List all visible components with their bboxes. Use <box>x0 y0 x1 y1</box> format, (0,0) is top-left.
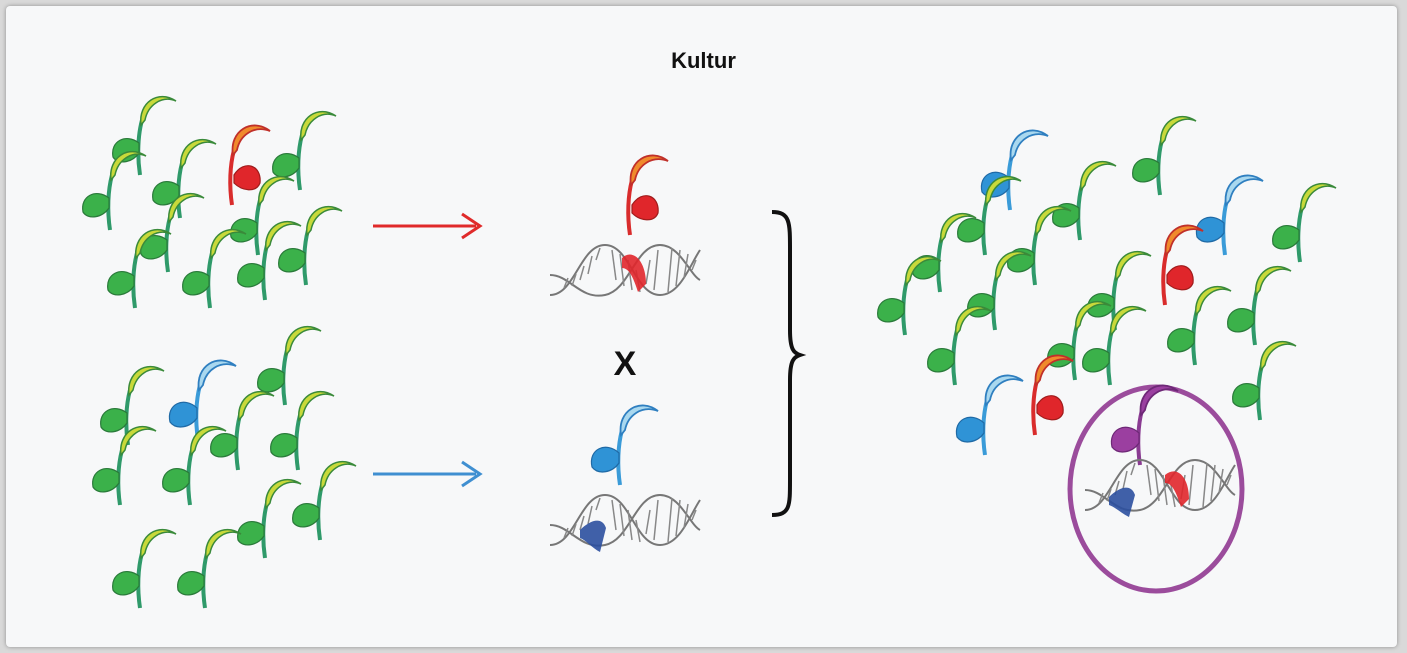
seedling-icon <box>925 304 993 387</box>
seedling-icon <box>1270 181 1338 264</box>
seedling-icon <box>90 424 158 507</box>
seedling-icon <box>110 94 178 177</box>
seedling-icon <box>175 527 243 610</box>
seedling-blue-icon <box>167 358 238 442</box>
seedling-icon <box>150 137 218 220</box>
seedling-icon <box>1050 159 1118 242</box>
seedling-blue-icon <box>589 403 660 487</box>
highlight-circle <box>1067 384 1245 594</box>
seedling-blue-icon <box>979 128 1050 212</box>
dna-helix-icon <box>1084 459 1236 517</box>
seedling-blue-icon <box>954 373 1025 457</box>
dna-helix-icon <box>549 244 701 297</box>
population-top-left <box>80 94 344 310</box>
seedling-icon <box>290 459 358 542</box>
dna-helix-icon <box>549 494 701 552</box>
seedling-red-icon <box>1031 353 1075 437</box>
seedling-icon <box>110 527 178 610</box>
cross-symbol: X <box>613 345 637 383</box>
seedling-icon <box>268 389 336 472</box>
diagram-title: Kultur <box>671 48 736 73</box>
seedling-icon <box>1130 114 1198 197</box>
seedling-icon <box>276 204 344 287</box>
seedling-blue-icon <box>1194 173 1265 257</box>
seedling-icon <box>1080 304 1148 387</box>
seedling-icon <box>1225 264 1293 347</box>
seedling-icon <box>1165 284 1233 367</box>
curly-brace <box>771 210 807 517</box>
population-bottom-left <box>90 324 358 610</box>
seedling-icon <box>235 477 303 560</box>
seedling-icon <box>208 389 276 472</box>
arrow-right-red-icon <box>373 212 483 240</box>
seedling-red-icon <box>626 153 670 237</box>
seedling-icon <box>80 149 148 232</box>
seedling-icon <box>1230 339 1298 422</box>
arrow-right-blue-icon <box>373 460 483 488</box>
seedling-icon <box>228 174 296 257</box>
